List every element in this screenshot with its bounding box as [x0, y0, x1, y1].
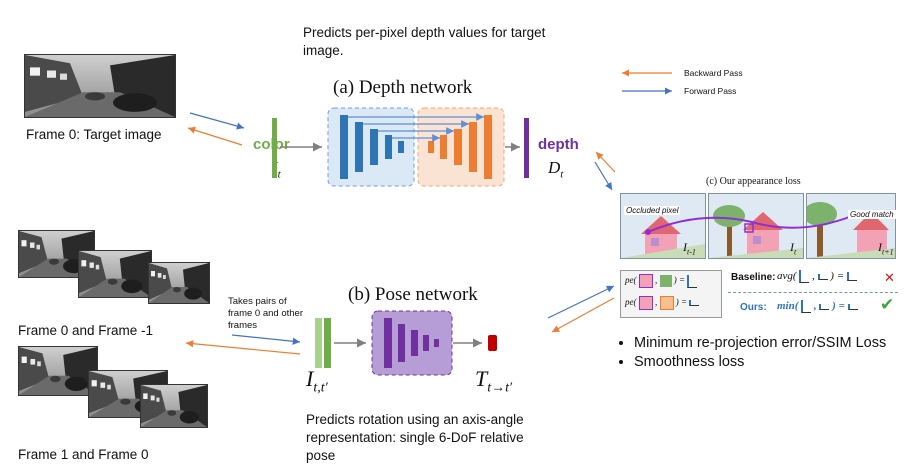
frame-label-prev: It-1 [683, 240, 696, 257]
pair1-caption: Frame 0 and Frame -1 [18, 323, 154, 338]
depth-output-bar [524, 118, 529, 178]
frame-pair2-image-c [140, 384, 208, 428]
pose-network-title: (b) Pose network [348, 284, 478, 305]
pe-row-1: pe( , ) = [625, 274, 698, 288]
check-icon: ✔ [880, 295, 895, 314]
loss-item-1: Minimum re-projection error/SSIM Loss [634, 334, 908, 353]
baseline-label: Baseline: [731, 272, 776, 283]
frame-label-current: It [790, 240, 797, 257]
frame-pair1-image-c [148, 262, 210, 304]
loss-list: Minimum re-projection error/SSIM Loss Sm… [612, 334, 908, 372]
legend-forward: Forward Pass [684, 86, 737, 96]
depth-output-label: depth [538, 136, 579, 153]
appearance-loss-title: (c) Our appearance loss [706, 176, 801, 187]
target-frame-caption: Frame 0: Target image [26, 127, 162, 142]
pose-output-symbol: Tt→t′ [475, 366, 513, 396]
pose-description: Predicts rotation using an axis-angle re… [306, 412, 524, 463]
pose-pairs-note: Takes pairs of frame 0 and other frames [228, 296, 303, 331]
depth-network-title: (a) Depth network [333, 77, 473, 98]
legend-backward: Backward Pass [684, 68, 743, 78]
depth-input-bar [272, 118, 277, 178]
good-match-label: Good match [848, 210, 896, 219]
baseline-expr: avg( , ) = [777, 270, 857, 283]
pair2-caption: Frame 1 and Frame 0 [18, 447, 149, 462]
pe-row-2: pe( , ) = [625, 296, 700, 310]
pe-formula-box: pe( , ) = pe( , ) = [620, 270, 722, 318]
pose-output-box [488, 335, 497, 351]
cross-icon: ✕ [884, 270, 895, 285]
depth-output-symbol: Dt [548, 158, 564, 181]
frame-label-next: It+1 [878, 240, 894, 257]
target-frame-image [24, 54, 176, 118]
ours-label: Ours: [740, 302, 767, 313]
ours-expr: min( , ) = [777, 300, 858, 313]
loss-item-2: Smoothness loss [634, 353, 908, 372]
pose-input-symbol: It,t′ [306, 366, 328, 396]
depth-description: Predicts per-pixel depth values for targ… [303, 25, 546, 58]
loss-divider [728, 292, 898, 293]
color-input-label: color [253, 136, 290, 153]
occluded-pixel-label: Occluded pixel [624, 206, 681, 215]
